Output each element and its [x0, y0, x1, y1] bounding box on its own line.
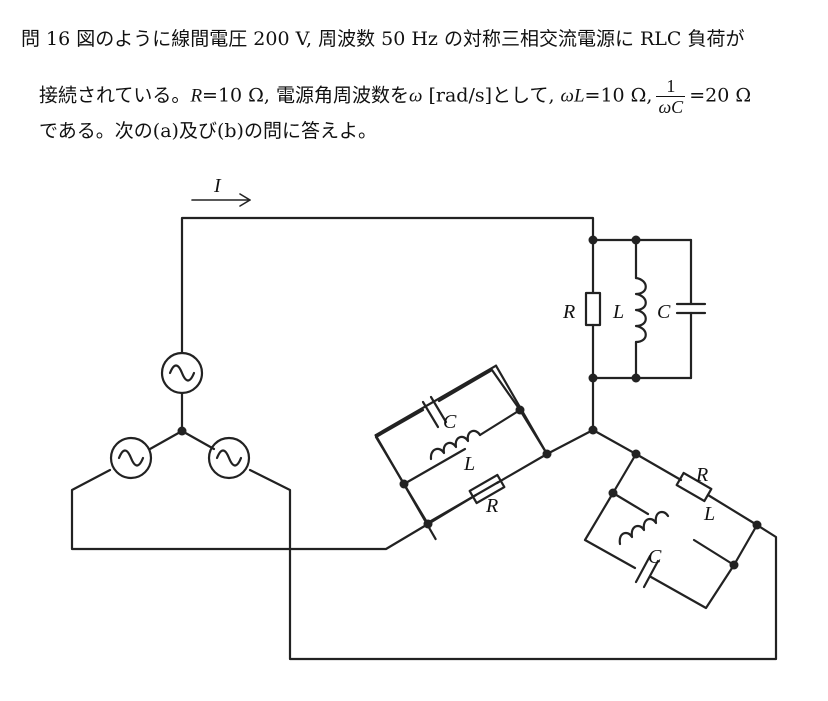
- wires: [70, 216, 778, 661]
- junction-dots: [177, 235, 762, 570]
- load-top: [584, 238, 707, 380]
- label-c-top: C: [657, 301, 671, 323]
- label-l-right: L: [703, 503, 715, 525]
- ac-source-right: [207, 436, 251, 480]
- ac-source-left: [109, 436, 153, 480]
- label-l-left: L: [463, 453, 475, 475]
- label-r-right: R: [695, 464, 708, 486]
- label-r-left: R: [485, 495, 498, 517]
- capacitor-left: [421, 400, 440, 429]
- inductor-right: [618, 510, 670, 546]
- capacitor-right: [634, 554, 652, 584]
- load-right-drawn: [583, 452, 759, 610]
- question-line-3: である。次の(a)及び(b)の問に答えよ。: [39, 120, 377, 142]
- current-label: I: [213, 175, 222, 197]
- inductor-top: [634, 276, 647, 344]
- inductor-left: [429, 429, 482, 461]
- current-arrow: [191, 193, 251, 207]
- ac-source-top: [160, 351, 204, 395]
- question-line-1: 問 16 図のように線間電圧 200 V, 周波数 50 Hz の対称三相交流電…: [21, 28, 745, 50]
- label-c-right: C: [648, 546, 662, 568]
- label-l-top: L: [612, 301, 624, 323]
- resistor-top: [584, 291, 602, 327]
- question-line-2: 接続されている。R=10 Ω, 電源角周波数をω [rad/s]として, ωL=…: [39, 76, 752, 117]
- label-r-top: R: [562, 301, 575, 323]
- load-left-drawn: [374, 368, 549, 526]
- label-c-left: C: [443, 411, 457, 433]
